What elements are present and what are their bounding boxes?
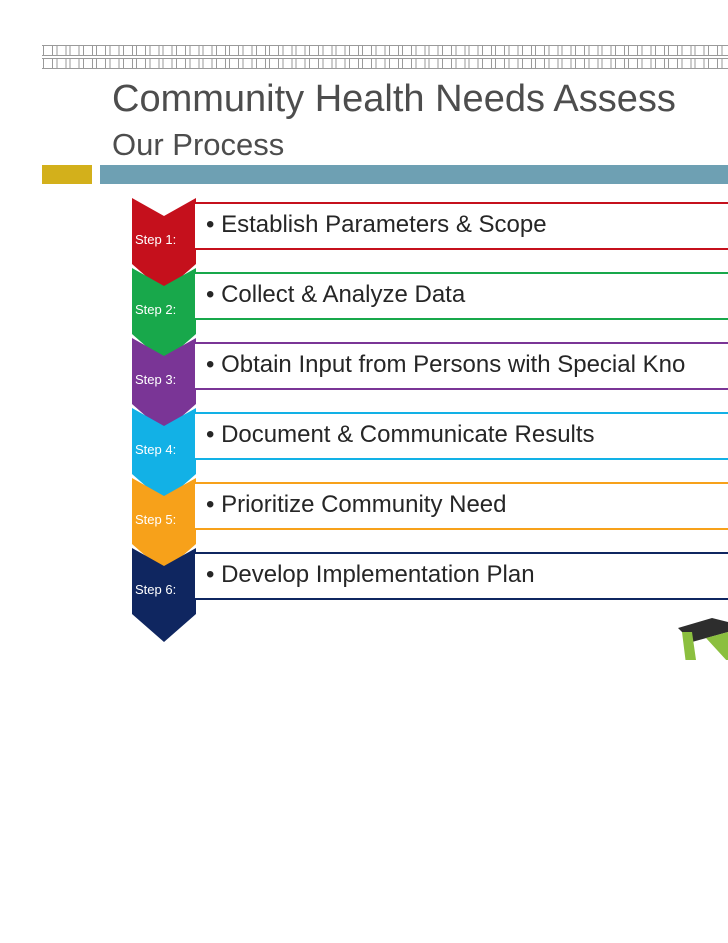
step-chevron (132, 268, 196, 362)
step-row-5: Step 5: • Prioritize Community Need (132, 478, 728, 572)
step-label: Step 1: (135, 232, 177, 247)
step-chevron (132, 338, 196, 432)
step-description: • Obtain Input from Persons with Special… (206, 351, 686, 378)
step-description: • Establish Parameters & Scope (206, 211, 547, 238)
step-description: • Prioritize Community Need (206, 491, 507, 518)
step-chevron (132, 548, 196, 642)
step-row-3: Step 3: • Obtain Input from Persons with … (132, 338, 728, 432)
step-text-box (195, 552, 728, 600)
step-text-box (195, 342, 728, 390)
step-label: Step 6: (135, 582, 177, 597)
organization-logo-icon (678, 618, 728, 660)
step-row-6: Step 6: • Develop Implementation Plan (132, 548, 728, 642)
step-text-box (195, 272, 728, 320)
step-description: • Document & Communicate Results (206, 421, 595, 448)
step-text-box (195, 412, 728, 460)
step-row-1: Step 1: • Establish Parameters & Scope (132, 198, 728, 292)
step-row-2: Step 2: • Collect & Analyze Data (132, 268, 728, 362)
step-text-box (195, 202, 728, 250)
step-label: Step 4: (135, 442, 177, 457)
step-description: • Develop Implementation Plan (206, 561, 535, 588)
slide: Community Health Needs Assess Our Proces… (42, 43, 728, 660)
step-chevron (132, 198, 196, 292)
step-row-4: Step 4: • Document & Communicate Results (132, 408, 728, 502)
step-label: Step 2: (135, 302, 177, 317)
gold-accent-bar (42, 165, 92, 184)
step-label: Step 5: (135, 512, 177, 527)
slide-subtitle: Our Process (112, 127, 285, 162)
step-chevron (132, 408, 196, 502)
decorative-square-pattern (42, 43, 728, 71)
blue-accent-bar (100, 165, 728, 184)
slide-title: Community Health Needs Assess (112, 78, 676, 120)
step-label: Step 3: (135, 372, 177, 387)
step-description: • Collect & Analyze Data (206, 281, 466, 308)
step-chevron (132, 478, 196, 572)
step-text-box (195, 482, 728, 530)
